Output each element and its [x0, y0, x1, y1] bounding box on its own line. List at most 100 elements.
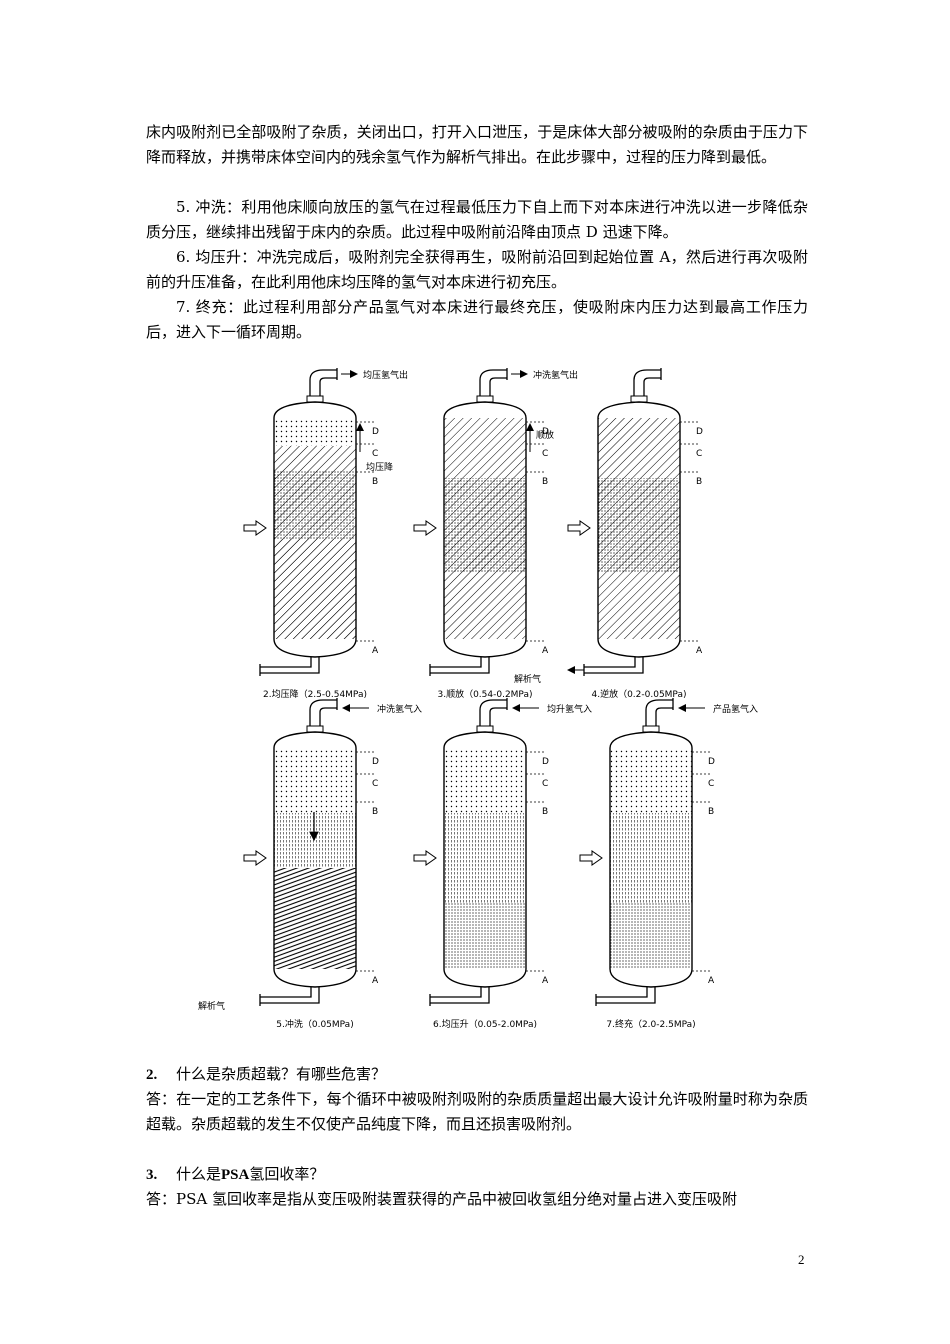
bottom-flow-label: 解析气 [198, 1000, 225, 1012]
vessel-shell [609, 731, 693, 988]
vessel-shell [273, 401, 357, 658]
level-label-c: C [372, 779, 378, 789]
vessel-caption: 6.均压升（0.05-2.0MPa) [433, 1018, 537, 1030]
bottom-pipe [430, 657, 490, 674]
top-nozzle [476, 395, 494, 403]
vessel-caption: 2.均压降（2.5-0.54MPa) [263, 688, 367, 700]
vessel-3: D C B A 解析气 4.逆放（0.2-0.05MPa) [514, 368, 703, 700]
level-label-c: C [708, 779, 714, 789]
note-label: 均压降 [366, 461, 393, 473]
vessel-fill-band [274, 748, 356, 813]
level-label-a: A [372, 646, 379, 656]
level-label-c: C [542, 449, 548, 459]
feed-arrow [567, 520, 591, 536]
vessel-fill-band [444, 478, 526, 573]
level-label-d: D [696, 427, 703, 437]
level-label-b: B [372, 807, 378, 817]
vessel-shell [443, 731, 527, 988]
vessel-fill-band [444, 418, 526, 478]
level-label-b: B [696, 477, 702, 487]
bottom-flow-label: 解析气 [514, 673, 541, 685]
paragraph-step5: 5. 冲洗：利用他床顺向放压的氢气在过程最低压力下自上而下对本床进行冲洗以进一步… [146, 198, 808, 241]
feed-arrow [413, 520, 437, 536]
top-flow-label: 冲洗氢气出 [533, 369, 578, 381]
top-pipe [479, 369, 507, 398]
level-label-a: A [708, 976, 715, 986]
feed-arrow [413, 850, 437, 866]
top-flow-label: 均压氢气出 [363, 369, 408, 381]
question-2-number: 2. [146, 1067, 158, 1083]
question-3: 3. 什么是PSA氢回收率？ [146, 1162, 324, 1188]
level-label-d: D [372, 427, 379, 437]
vessel-caption: 7.终充（2.0-2.5MPa) [606, 1018, 695, 1030]
level-label-d: D [542, 427, 549, 437]
vessel-fill-band [610, 813, 692, 903]
level-label-d: D [542, 757, 549, 767]
vessel-shell [273, 731, 357, 988]
level-label-a: A [696, 646, 703, 656]
note-label: 顺放 [536, 429, 554, 441]
level-label-a: A [372, 976, 379, 986]
level-label-c: C [542, 779, 548, 789]
vessel-fill-band [444, 903, 526, 969]
vessel-fill-band [274, 539, 356, 639]
top-pipe [309, 699, 337, 728]
top-pipe [479, 699, 507, 728]
vessel-fill-band [598, 478, 680, 573]
question-3-title-bold: PSA [221, 1167, 250, 1183]
level-label-b: B [542, 477, 548, 487]
vessel-caption: 5.冲洗（0.05MPa) [276, 1018, 353, 1030]
paragraph-step4-continued: 床内吸附剂已全部吸附了杂质，关闭出口，打开入口泄压，于是床体大部分被吸附的杂质由… [146, 123, 808, 166]
level-label-b: B [372, 477, 378, 487]
level-label-a: A [542, 976, 549, 986]
question-3-number: 3. [146, 1167, 158, 1183]
vessel-fill-band [274, 813, 356, 868]
bottom-pipe [260, 987, 320, 1004]
top-flow-label: 冲洗氢气入 [377, 703, 422, 715]
vessel-fill-band [444, 813, 526, 903]
vessel-fill-band [610, 748, 692, 813]
paragraph-step7: 7. 终充：此过程利用部分产品氢气对本床进行最终充压，使吸附床内压力达到最高工作… [146, 298, 808, 341]
vessel-fill-band [598, 418, 680, 478]
top-flow-label: 均升氢气入 [547, 703, 592, 715]
top-nozzle [476, 725, 494, 733]
top-pipe [309, 369, 337, 398]
feed-arrow [579, 850, 603, 866]
vessel-fill-band [274, 868, 356, 969]
question-3-title-pre: 什么是 [176, 1165, 222, 1183]
top-pipe [633, 369, 661, 398]
vessel-shell [597, 401, 681, 658]
level-label-c: C [372, 449, 378, 459]
question-2: 2. 什么是杂质超载？有哪些危害？ [146, 1062, 386, 1088]
page-number: 2 [798, 1252, 805, 1267]
answer-2: 答：在一定的工艺条件下，每个循环中被吸附剂吸附的杂质质量超出最大设计允许吸附量时… [146, 1090, 808, 1133]
bottom-pipe [260, 657, 320, 674]
paragraph-step6: 6. 均压升：冲洗完成后，吸附剂完全获得再生，吸附前沿回到起始位置 A，然后进行… [146, 248, 808, 291]
question-2-title: 什么是杂质超载？有哪些危害？ [176, 1065, 387, 1083]
bottom-pipe [584, 657, 644, 674]
level-label-d: D [372, 757, 379, 767]
level-label-c: C [696, 449, 702, 459]
feed-arrow [243, 850, 267, 866]
vessel-fill-band [610, 903, 692, 969]
vessel-caption: 4.逆放（0.2-0.05MPa) [591, 688, 686, 700]
vessel-caption: 3.顺放（0.54-0.2MPa) [437, 688, 532, 700]
vessel-shell [443, 401, 527, 658]
bottom-pipe [430, 987, 490, 1004]
top-nozzle [642, 725, 660, 733]
vessel-fill-band [444, 748, 526, 813]
bottom-pipe [596, 987, 656, 1004]
question-3-title-post: 氢回收率？ [249, 1165, 325, 1183]
vessel-fill-band [274, 418, 356, 446]
answer-3: 答：PSA 氢回收率是指从变压吸附装置获得的产品中被回收氢组分绝对量占进入变压吸… [146, 1190, 737, 1208]
top-nozzle [630, 395, 648, 403]
level-label-d: D [708, 757, 715, 767]
top-nozzle [306, 725, 324, 733]
